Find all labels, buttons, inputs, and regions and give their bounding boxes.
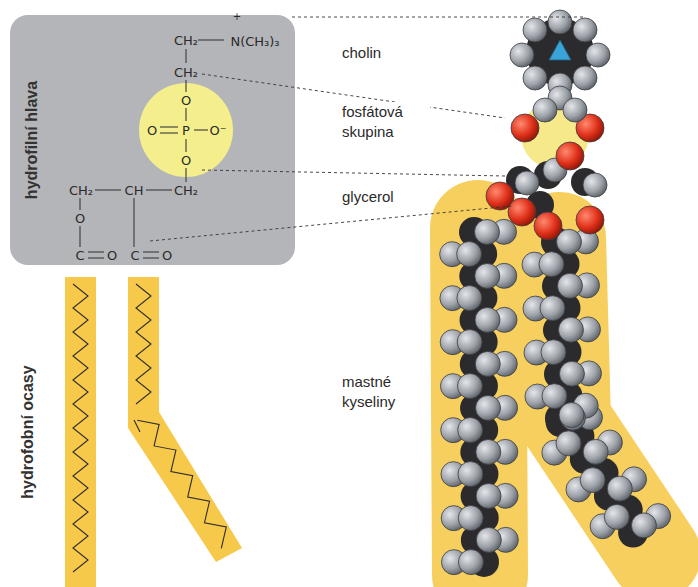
formula-atom: N(CH₃)₃ [230,34,279,49]
formula-atom: O [75,211,85,226]
atom-spheres [440,10,671,577]
formula-atom: CH₂ [174,33,198,48]
head-region-box: hydrofilní hlavaOOPO⁻O [10,15,295,265]
formula-atom: CH₂ [174,183,198,198]
formula-atom: + [233,11,241,22]
part-label: fosfátová skupina [340,102,430,142]
atom-symbol: O [147,123,157,138]
carbon-chain [73,284,226,572]
formula-atom: O [162,248,172,263]
region-label: hydrofilní hlava [23,81,41,199]
formula-atom: CH₂ [69,183,93,198]
atom-symbol: P [182,123,190,138]
formula-atom: C [75,248,84,263]
region-label: hydrofobní ocasy [19,365,37,498]
part-label: glycerol [340,188,396,205]
fatty-acid-band [128,277,242,562]
atom-symbol: O⁻ [209,123,226,138]
formula-atom: CH [125,183,144,198]
part-label: mastné kyseliny [340,372,424,412]
formula-atom: CH₂ [174,65,198,80]
part-label: cholin [340,44,383,61]
fatty-acid-band [65,277,96,587]
atom-symbol: O [181,153,191,168]
phosphate-circle: OOPO⁻O [138,82,234,178]
formula-atom: C [130,248,139,263]
formula-atom: O [107,248,117,263]
atom-symbol: O [181,93,191,108]
